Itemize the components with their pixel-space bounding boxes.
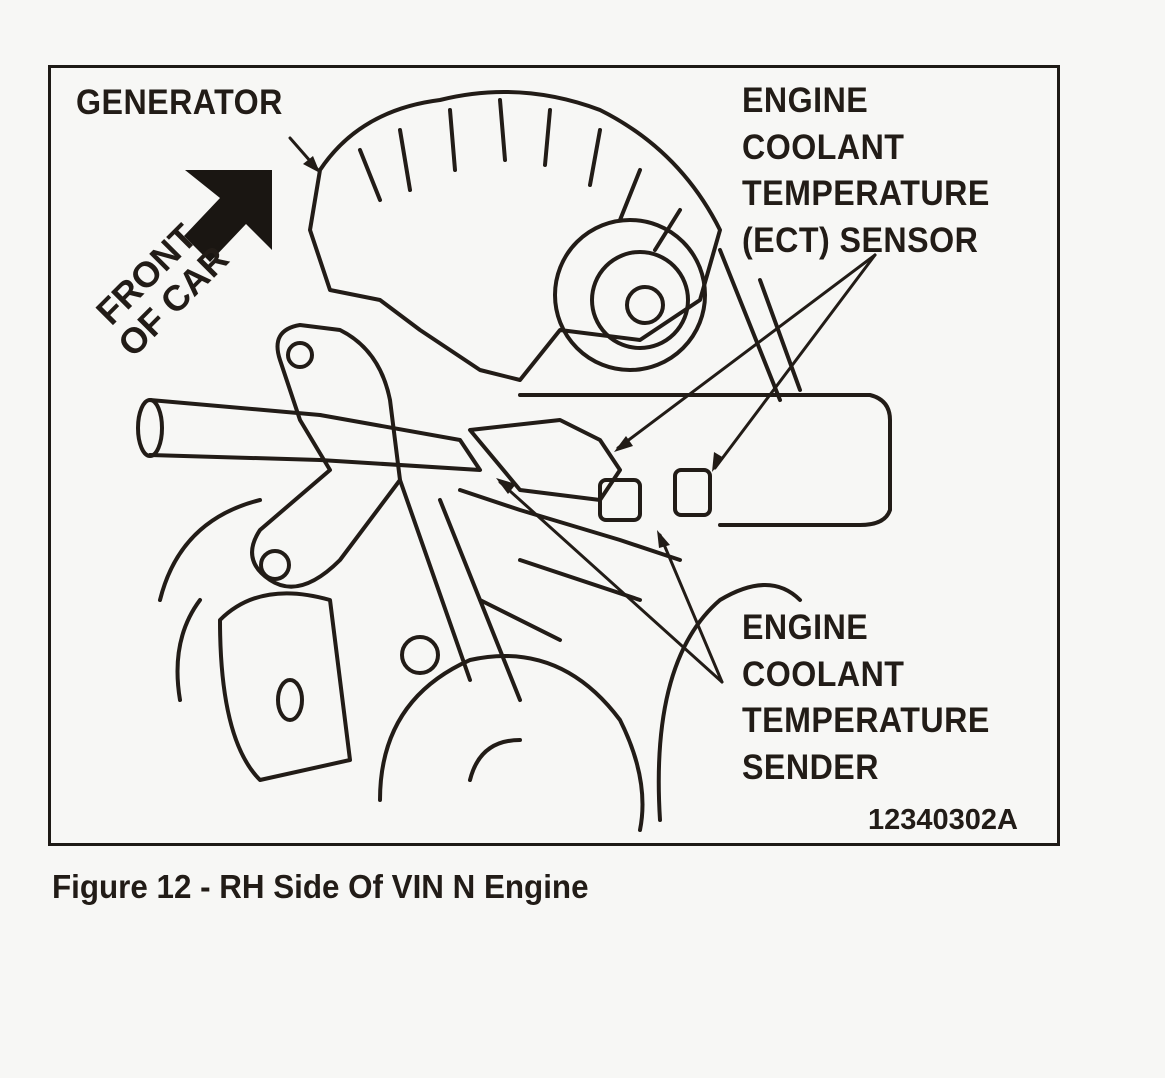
diagram-frame xyxy=(48,65,1060,846)
generator-label: GENERATOR xyxy=(76,83,283,122)
lower-pulley xyxy=(378,654,645,832)
right-pulley xyxy=(656,583,802,822)
generator-fins xyxy=(358,98,682,252)
figure-caption: Figure 12 - RH Side Of VIN N Engine xyxy=(52,868,589,905)
ect-label-line: ENGINE xyxy=(742,81,869,120)
ect-label-line: (ECT) SENSOR xyxy=(742,220,979,260)
sender-connector xyxy=(673,468,712,517)
generator-pulley-hub xyxy=(625,285,665,325)
ect-sensor-connector xyxy=(598,478,642,522)
generator-pulley-inner xyxy=(590,250,690,350)
mounting-bracket xyxy=(250,323,402,589)
arrowhead-icon xyxy=(303,156,320,173)
hose xyxy=(148,398,322,462)
ect-leader xyxy=(616,253,877,450)
arrowhead-icon xyxy=(657,530,670,548)
bracket-bolt xyxy=(259,549,291,581)
arrowhead-icon xyxy=(614,436,633,452)
sender-label-line: ENGINE xyxy=(742,608,869,647)
arrowhead-icon xyxy=(712,452,724,472)
thermostat-housing xyxy=(468,418,622,502)
arrowhead-icon xyxy=(496,478,516,494)
front-of-car-arrow-icon xyxy=(184,170,272,262)
bracket-hole xyxy=(276,678,304,722)
hose-fitting xyxy=(318,413,482,472)
sender-label-line: SENDER xyxy=(742,747,879,787)
sender-leader xyxy=(658,533,724,684)
lower-bracket xyxy=(218,591,352,782)
sender-label: ENGINE COOLANT TEMPERATURE SENDER xyxy=(742,605,990,791)
valve-cover xyxy=(518,393,892,527)
lower-pulley-detail xyxy=(468,738,522,782)
figure-id: 12340302A xyxy=(868,804,1018,836)
belt-lines xyxy=(398,478,642,702)
engine-block-lines xyxy=(158,498,262,702)
leader-arrows xyxy=(288,136,877,684)
ect-sensor-label: ENGINE COOLANT TEMPERATURE (ECT) SENSOR xyxy=(742,78,990,264)
sender-label-line: TEMPERATURE xyxy=(742,701,990,740)
background-lines xyxy=(718,248,802,402)
hose-end xyxy=(136,398,164,458)
ect-label-line: TEMPERATURE xyxy=(742,174,990,213)
ect-label-line: COOLANT xyxy=(742,127,905,167)
idler-bolt xyxy=(400,635,440,675)
generator-outline xyxy=(308,90,722,382)
sender-leader xyxy=(498,480,724,684)
bracket-bolt xyxy=(286,341,314,369)
arrow-heads xyxy=(303,156,724,548)
ect-leader xyxy=(713,253,877,470)
wiring xyxy=(458,488,682,562)
generator-pulley xyxy=(553,218,707,372)
sender-label-line: COOLANT xyxy=(742,654,905,694)
